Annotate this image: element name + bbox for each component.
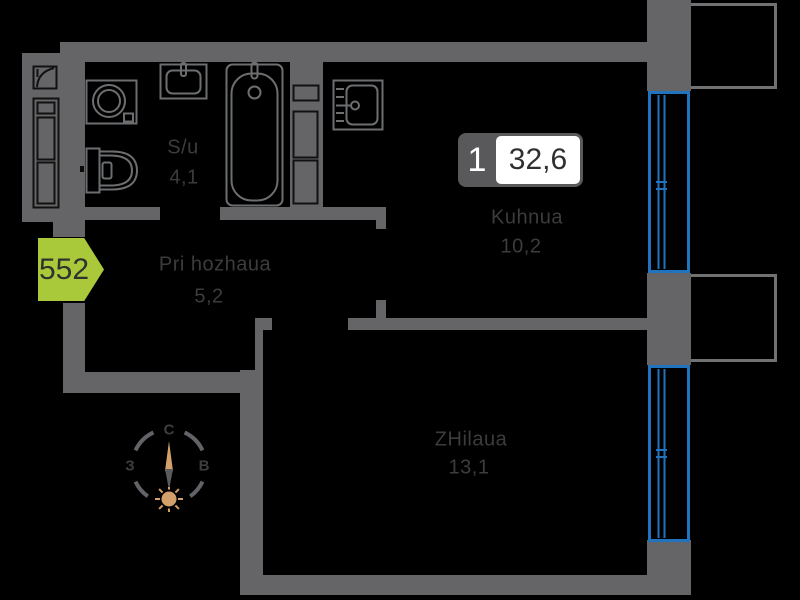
wall-left-lower bbox=[63, 303, 85, 393]
vent-shaft-icon bbox=[32, 65, 58, 90]
wall-kitchen-door-stub-top bbox=[376, 220, 386, 229]
room-label-living: ZHilaua bbox=[434, 428, 508, 451]
room-area-living: 13,1 bbox=[448, 456, 490, 479]
room-area-bathroom: 4,1 bbox=[169, 166, 199, 189]
neighbor-balcony-top bbox=[691, 3, 777, 89]
neighbor-balcony-middle bbox=[691, 274, 777, 362]
bathtub-icon bbox=[225, 61, 284, 207]
duct-shaft-left-icon bbox=[32, 97, 60, 209]
wall-right-middle bbox=[647, 273, 691, 365]
compass-north-label: С bbox=[163, 421, 175, 439]
compass-rose bbox=[133, 430, 205, 512]
unit-total-area: 32,6 bbox=[496, 136, 580, 184]
room-label-kitchen: Kuhnua bbox=[491, 206, 563, 229]
sun-icon bbox=[155, 487, 183, 512]
washbasin-icon bbox=[159, 62, 208, 100]
room-area-hallway: 5,2 bbox=[194, 285, 224, 308]
wall-thin-connector bbox=[255, 330, 263, 372]
wall-bottom bbox=[263, 575, 648, 595]
kitchen-window-icon bbox=[648, 91, 690, 273]
unit-rooms-count: 1 bbox=[467, 140, 487, 179]
wall-kitchen-door-stub-bottom bbox=[376, 300, 386, 318]
washing-machine-icon bbox=[85, 79, 138, 125]
living-room-window-icon bbox=[648, 365, 690, 542]
duct-shaft-right-icon bbox=[292, 84, 320, 205]
compass-needle-icon bbox=[165, 441, 173, 490]
wall-hallway-bottom bbox=[63, 372, 242, 393]
wall-right-upper bbox=[647, 0, 691, 91]
unit-info-badge: 1 32,6 bbox=[458, 133, 583, 187]
compass-east-label: В bbox=[198, 457, 210, 475]
room-area-kitchen: 10,2 bbox=[500, 235, 542, 258]
wall-top bbox=[60, 42, 648, 62]
wall-bathroom-bottom-right bbox=[220, 207, 386, 220]
wall-entry-stub-top bbox=[53, 222, 85, 237]
wall-living-left bbox=[240, 370, 263, 595]
wall-right-lower bbox=[647, 540, 691, 595]
wall-kitchen-living-divider bbox=[348, 318, 648, 330]
room-label-hallway: Pri hozhaua bbox=[158, 253, 272, 276]
room-label-bathroom: S/u bbox=[167, 136, 199, 159]
compass-west-label: З bbox=[125, 457, 135, 475]
wall-bathroom-bottom-left bbox=[60, 207, 160, 220]
apartment-number: 552 bbox=[38, 252, 90, 286]
wall-divider-stub-left bbox=[255, 318, 272, 330]
kitchen-sink-icon bbox=[332, 79, 384, 131]
toilet-icon bbox=[80, 147, 139, 194]
